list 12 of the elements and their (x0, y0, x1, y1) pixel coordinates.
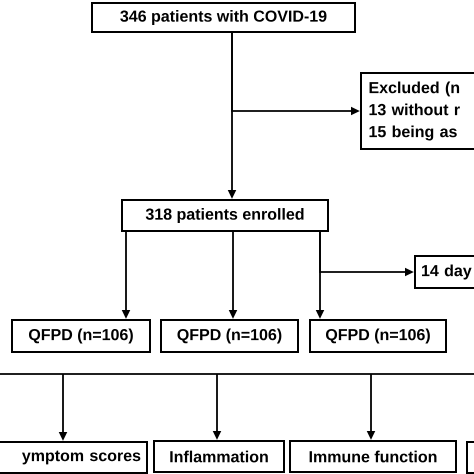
process-box: QFPD (n=106) (160, 319, 299, 353)
process-box: 318 patients enrolled (121, 199, 329, 232)
process-box: 346 patients with COVID-19 (91, 2, 356, 33)
process-box (466, 441, 474, 474)
connector-line (0, 373, 474, 375)
process-box: 14 day (414, 255, 474, 289)
process-box: Inflammation (153, 440, 285, 473)
process-box: QFPD (n=106) (309, 319, 447, 353)
process-box: QFPD (n=106) (11, 319, 151, 353)
process-box: Excluded (n 13 without r 15 being as (360, 72, 474, 150)
process-box: Immune function (289, 440, 457, 473)
process-box: ymptom scores (0, 441, 148, 474)
